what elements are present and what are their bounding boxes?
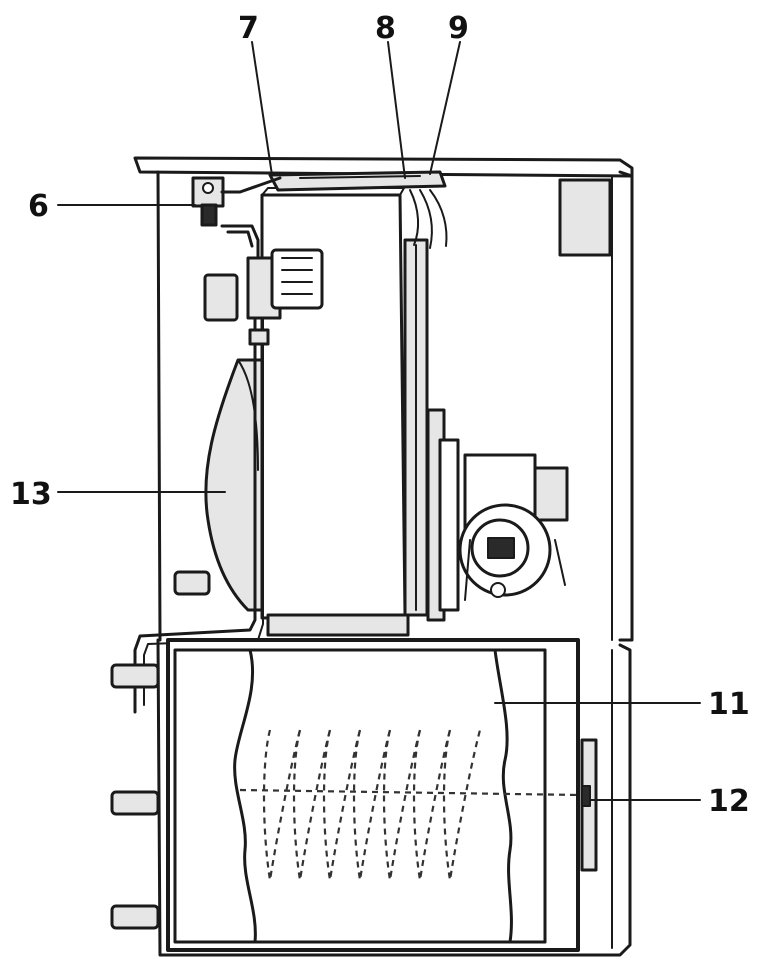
callout-9: 9 xyxy=(448,11,469,46)
burner xyxy=(426,408,569,622)
callout-12: 12 xyxy=(708,784,750,819)
circulation-pump xyxy=(203,248,324,322)
callout-labels: 6 7 8 9 11 12 13 xyxy=(10,11,750,819)
callout-8: 8 xyxy=(375,11,396,46)
left-connections xyxy=(110,570,211,930)
hot-water-cylinder xyxy=(166,638,598,952)
callout-11: 11 xyxy=(708,687,750,722)
boiler-body xyxy=(260,170,448,637)
callout-13: 13 xyxy=(10,477,52,512)
safety-valve xyxy=(191,176,282,260)
expansion-vessel xyxy=(204,358,264,612)
callout-7: 7 xyxy=(238,11,259,46)
leader-lines xyxy=(57,41,701,801)
heating-coil xyxy=(239,729,581,881)
callout-6: 6 xyxy=(28,189,49,224)
